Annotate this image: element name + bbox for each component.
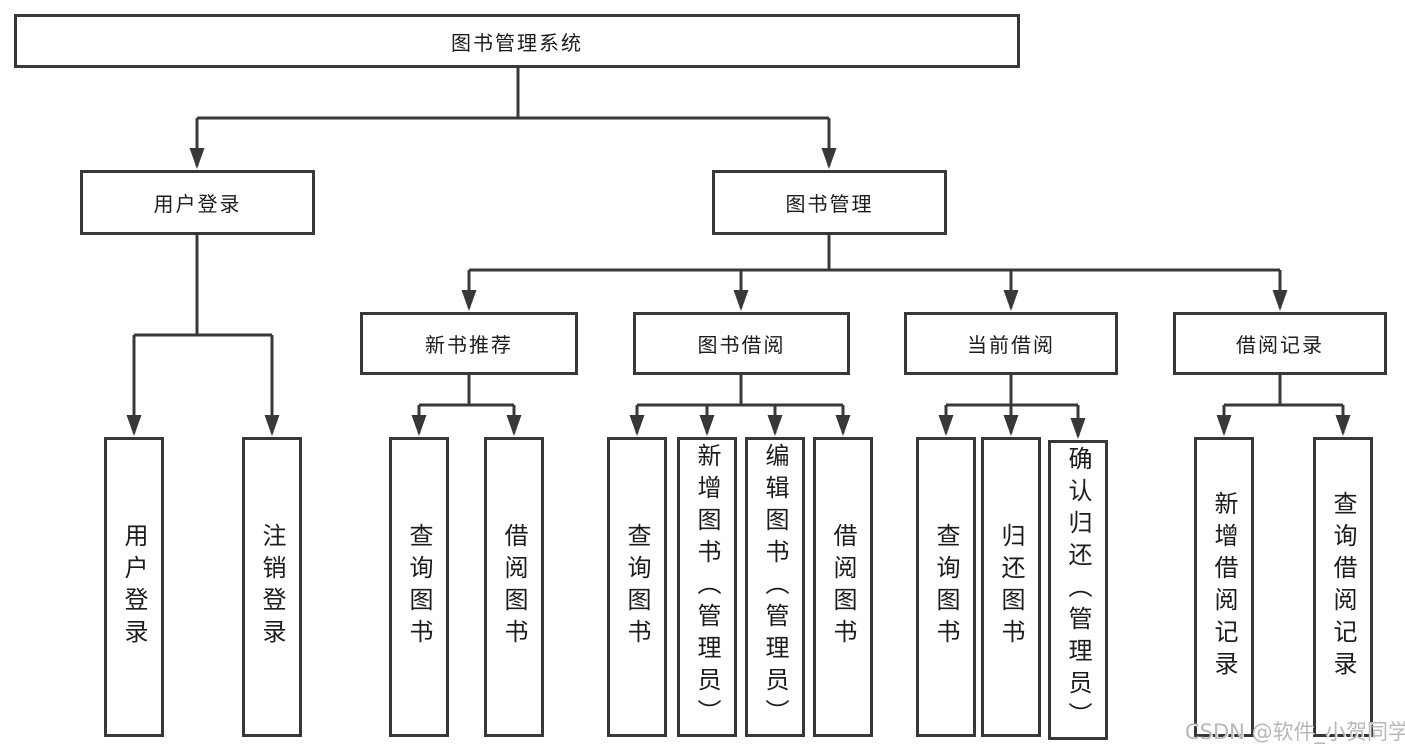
- node-label: 归还图书: [997, 523, 1025, 651]
- csdn-watermark: CSDN @软件_小贺同学: [1185, 720, 1405, 744]
- node-label: 查询图书: [623, 523, 651, 651]
- leaf-logout: 注销登录: [242, 437, 302, 737]
- node-label: 查询图书: [405, 523, 433, 651]
- leaf-return-books: 归还图书: [981, 437, 1041, 737]
- node-label: 图书借阅: [697, 333, 786, 357]
- leaf-borrow-books-1: 借阅图书: [484, 437, 544, 737]
- node-label: 新增图书（管理员）: [693, 443, 721, 731]
- node-new-book-recommendation: 新书推荐: [360, 312, 578, 375]
- node-label: 图书管理: [785, 192, 874, 216]
- node-label: 当前借阅: [967, 333, 1055, 357]
- node-book-borrowing: 图书借阅: [633, 312, 850, 375]
- node-label: 借阅图书: [829, 523, 857, 651]
- leaf-add-books-admin: 新增图书（管理员）: [677, 437, 737, 737]
- node-label: 查询图书: [932, 523, 960, 651]
- node-label: 借阅记录: [1236, 333, 1324, 357]
- leaf-query-books-2: 查询图书: [607, 437, 667, 737]
- leaf-edit-books-admin: 编辑图书（管理员）: [745, 437, 805, 737]
- node-label: 注销登录: [258, 523, 286, 651]
- node-label: 确认归还（管理员）: [1064, 446, 1092, 734]
- node-book-management: 图书管理: [712, 170, 947, 235]
- node-label: 编辑图书（管理员）: [761, 443, 789, 731]
- node-label: 用户登录: [120, 523, 148, 651]
- node-library-management-system: 图书管理系统: [14, 14, 1020, 68]
- leaf-query-books-3: 查询图书: [916, 437, 976, 737]
- leaf-confirm-return-admin: 确认归还（管理员）: [1048, 440, 1108, 740]
- leaf-query-borrow-record: 查询借阅记录: [1313, 437, 1373, 737]
- node-label: 图书管理系统: [451, 30, 583, 55]
- node-label: 新增借阅记录: [1210, 491, 1238, 683]
- node-user-login: 用户登录: [80, 170, 315, 235]
- leaf-borrow-books-2: 借阅图书: [813, 437, 873, 737]
- node-current-borrowing: 当前借阅: [904, 312, 1118, 375]
- node-label: 用户登录: [153, 192, 242, 216]
- node-label: 借阅图书: [500, 523, 528, 651]
- node-label: 新书推荐: [425, 333, 513, 357]
- leaf-query-books-1: 查询图书: [389, 437, 449, 737]
- node-borrowing-records: 借阅记录: [1173, 312, 1387, 375]
- leaf-user-login: 用户登录: [104, 437, 164, 737]
- node-label: 查询借阅记录: [1329, 491, 1357, 683]
- leaf-add-borrow-record: 新增借阅记录: [1194, 437, 1254, 737]
